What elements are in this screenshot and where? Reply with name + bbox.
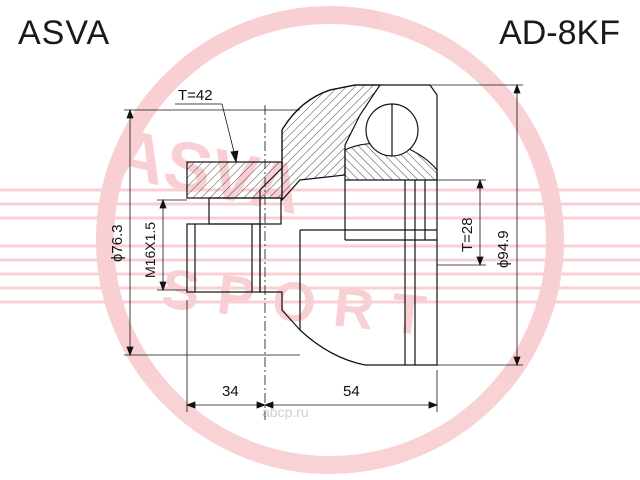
spline-shaft bbox=[186, 161, 283, 199]
label-length-left: 34 bbox=[222, 383, 239, 400]
label-seal-diameter: ϕ76.3 bbox=[109, 224, 126, 262]
label-thread-size: M16X1.5 bbox=[142, 222, 158, 278]
bell-hatch bbox=[281, 84, 382, 202]
label-thread-length: T=42 bbox=[178, 87, 213, 104]
watermark: ASVA SPORT bbox=[0, 6, 640, 474]
label-length-right: 54 bbox=[343, 383, 360, 400]
watermark-sport: SPORT bbox=[159, 256, 447, 348]
watermark-site: abcp.ru bbox=[262, 404, 309, 420]
joint-body bbox=[186, 84, 438, 366]
label-outer-diameter: ϕ94.9 bbox=[495, 230, 512, 268]
brand-title: ASVA bbox=[18, 14, 111, 52]
watermark-stripes bbox=[0, 188, 640, 304]
watermark-ring bbox=[96, 6, 564, 474]
part-number: AD-8KF bbox=[499, 14, 620, 52]
dimension-lines bbox=[124, 83, 523, 412]
label-spline-count: T=28 bbox=[459, 217, 476, 252]
